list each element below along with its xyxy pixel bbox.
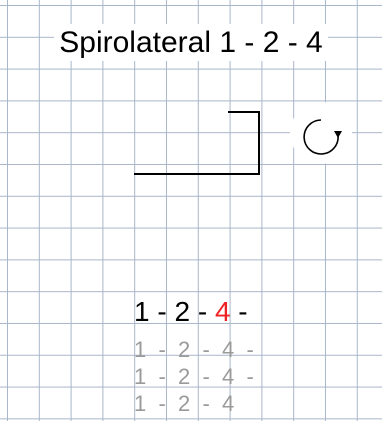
sequence-term-highlighted: 4 (214, 296, 231, 327)
title-text: Spirolateral 1 - 2 - 4 (54, 24, 328, 61)
sequence-history-row: 1 - 2 - 4 - (134, 337, 254, 362)
sequence-term: 1 (134, 296, 150, 327)
sequence-history-row: 1 - 2 - 4 (134, 391, 235, 416)
sequence-separator: - (190, 296, 215, 327)
page-title: Spirolateral 1 - 2 - 4 (0, 24, 382, 61)
sequence-history-row: 1 - 2 - 4 - (134, 364, 254, 389)
sequence-separator: - (230, 296, 248, 327)
spirolateral-path (134, 111, 260, 175)
rotate-clockwise-icon (303, 119, 342, 155)
sequence-term: 2 (174, 296, 191, 327)
sequence-current: 1 - 2 - 4 - (134, 296, 248, 328)
rotate-button[interactable] (290, 102, 352, 164)
sequence-separator: - (149, 296, 175, 327)
